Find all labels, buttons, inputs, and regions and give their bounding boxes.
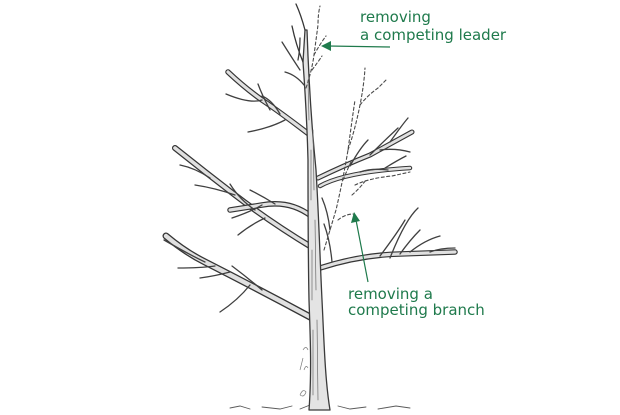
leader-label-line2: a competing leader	[360, 26, 507, 44]
competing-branch-cut	[324, 68, 410, 250]
branch-label-line2: competing branch	[348, 301, 485, 319]
artist-signature	[300, 348, 308, 397]
leader-label-line1: removing	[360, 8, 431, 26]
branch-arrow	[351, 212, 368, 282]
